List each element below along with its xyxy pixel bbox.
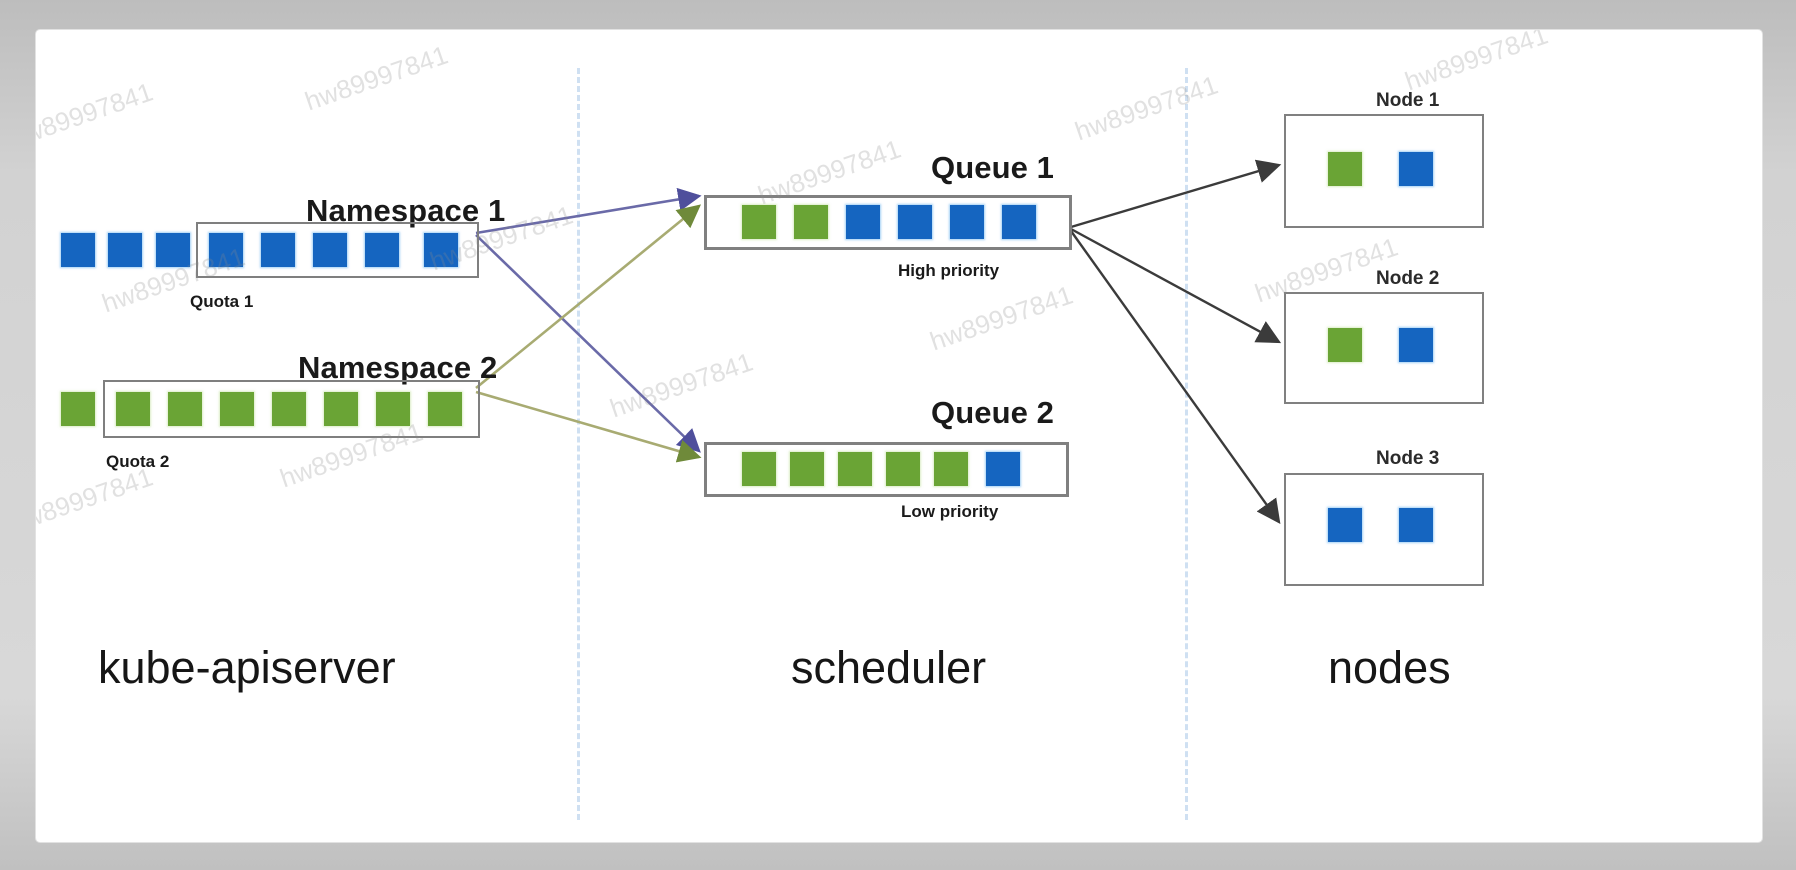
node-3-pod-2 <box>1399 508 1433 542</box>
divider-apiserver-scheduler <box>577 68 580 820</box>
pod-ns1-3 <box>156 233 190 267</box>
pod-ns1-1 <box>61 233 95 267</box>
node-2-box <box>1284 292 1484 404</box>
node-1-pod-2 <box>1399 152 1433 186</box>
pod-ns1-4 <box>209 233 243 267</box>
pod-ns1-5 <box>261 233 295 267</box>
watermark-8: hw89997841 <box>1071 69 1222 147</box>
pod-ns1-7 <box>365 233 399 267</box>
node-2-pod-2 <box>1399 328 1433 362</box>
pod-ns1-6 <box>313 233 347 267</box>
pod-ns2-7 <box>376 392 410 426</box>
node-3-label: Node 3 <box>1376 448 1440 469</box>
watermark-2: hw89997841 <box>36 76 157 154</box>
node-2-pod-1 <box>1328 328 1362 362</box>
pod-ns2-8 <box>428 392 462 426</box>
pod-ns1-8 <box>424 233 458 267</box>
queue-2-slot-2 <box>790 452 824 486</box>
queue-2-slot-6 <box>986 452 1020 486</box>
namespace-2-title: Namespace 2 <box>298 350 498 385</box>
watermark-12: hw89997841 <box>1401 30 1552 97</box>
node-1-label: Node 1 <box>1376 90 1440 111</box>
pod-ns2-6 <box>324 392 358 426</box>
quota-2-label: Quota 2 <box>106 452 170 471</box>
queue-1-title: Queue 1 <box>931 150 1055 185</box>
pod-ns2-2 <box>116 392 150 426</box>
queue-2-slot-3 <box>838 452 872 486</box>
stage-label-apiserver: kube-apiserver <box>98 642 396 693</box>
queue-1-slot-3 <box>846 205 880 239</box>
pod-ns2-5 <box>272 392 306 426</box>
queue-1-slot-4 <box>898 205 932 239</box>
quota-1-box <box>196 222 479 278</box>
pod-ns1-2 <box>108 233 142 267</box>
watermark-6: hw89997841 <box>36 461 157 539</box>
pod-ns2-3 <box>168 392 202 426</box>
queue-2-title: Queue 2 <box>931 395 1055 430</box>
node-3-box <box>1284 473 1484 586</box>
pod-ns2-4 <box>220 392 254 426</box>
watermark-1: hw89997841 <box>301 39 452 117</box>
queue-2-slot-5 <box>934 452 968 486</box>
pod-ns2-1 <box>61 392 95 426</box>
queue-2-slot-4 <box>886 452 920 486</box>
queue-1-slot-2 <box>794 205 828 239</box>
watermark-10: hw89997841 <box>606 346 757 424</box>
queue-1-slot-1 <box>742 205 776 239</box>
watermark-9: hw89997841 <box>926 279 1077 357</box>
queue-2-priority-label: Low priority <box>901 502 999 521</box>
stage-label-nodes: nodes <box>1328 642 1451 693</box>
queue-1-priority-label: High priority <box>898 261 1000 280</box>
stage-label-scheduler: scheduler <box>791 642 987 693</box>
node-2-label: Node 2 <box>1376 268 1440 289</box>
node-1-pod-1 <box>1328 152 1362 186</box>
queue-1-slot-5 <box>950 205 984 239</box>
diagram-canvas: Namespace 1 Quota 1 Namespace 2 Quota 2 … <box>36 30 1762 842</box>
quota-2-box <box>103 380 480 438</box>
quota-1-label: Quota 1 <box>190 292 254 311</box>
queue-2-slot-1 <box>742 452 776 486</box>
divider-scheduler-nodes <box>1185 68 1188 820</box>
queue-1-slot-6 <box>1002 205 1036 239</box>
node-1-box <box>1284 114 1484 228</box>
node-3-pod-1 <box>1328 508 1362 542</box>
